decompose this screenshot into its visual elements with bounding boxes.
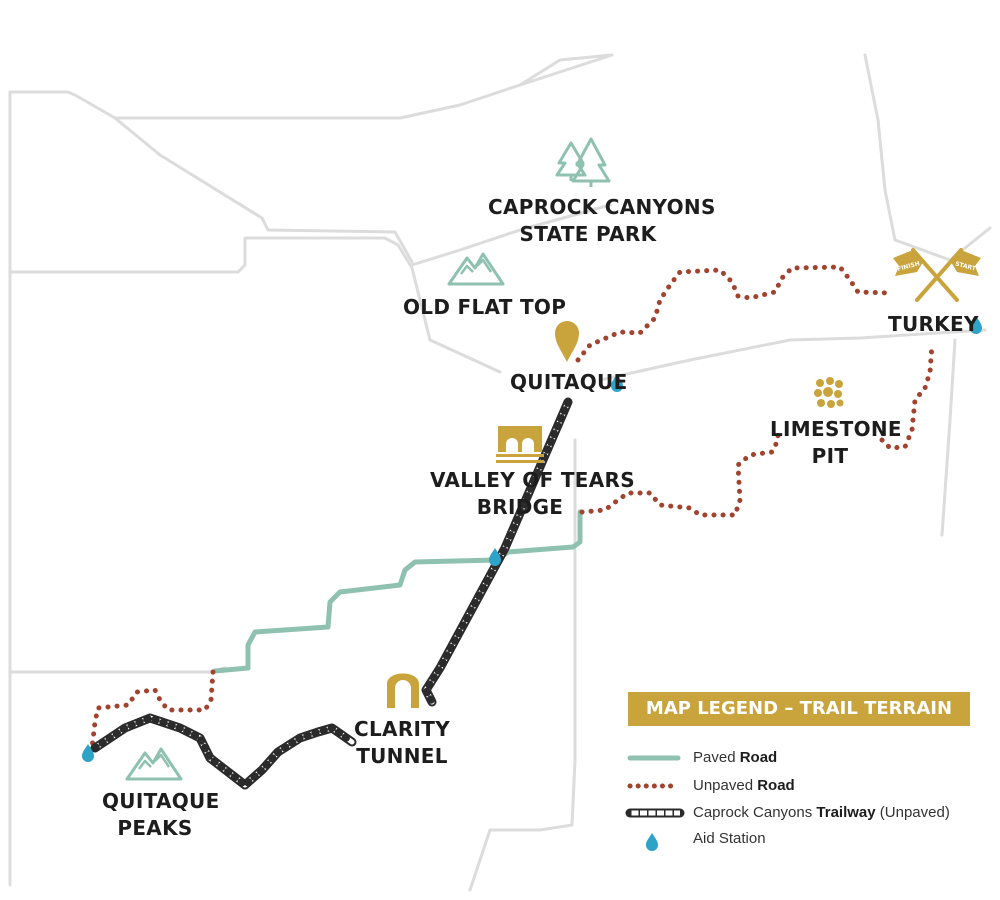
location-pin-icon (555, 321, 579, 362)
clarity-tunnel-label: CLARITY TUNNEL (354, 717, 450, 768)
limestone-rocks-icon (814, 377, 844, 408)
caprock-trailway-route (90, 397, 573, 790)
old-flat-top-label: OLD FLAT TOP (403, 295, 567, 319)
valley-of-tears-bridge-label: VALLEY OF TEARS BRIDGE (430, 468, 635, 519)
old-flat-top-mountain-icon (447, 252, 505, 286)
start-finish-flags-icon: FINISH START (893, 248, 981, 302)
background-roads (8, 53, 992, 892)
legend-aid-station: Aid Station (693, 830, 766, 847)
limestone-pit-label: LIMESTONE PIT (770, 417, 902, 468)
quitaque-peaks-label: QUITAQUE PEAKS (102, 789, 220, 840)
unpaved-road-routes (89, 264, 935, 751)
tunnel-icon (387, 673, 419, 708)
legend-aid-drop-icon (646, 833, 658, 851)
quitaque-peaks-mountain-icon (125, 747, 183, 781)
legend-unpaved-road: Unpaved Road (693, 777, 795, 794)
legend-trailway: Caprock Canyons Trailway (Unpaved) (693, 804, 950, 821)
turkey-label: TURKEY (888, 312, 979, 336)
caprock-canyons-label: CAPROCK CANYONS STATE PARK (488, 195, 716, 246)
legend-paved-road: Paved Road (693, 749, 778, 766)
bridge-icon (496, 426, 544, 463)
quitaque-town-label: QUITAQUE (510, 370, 628, 394)
paved-road-route (212, 509, 583, 674)
legend-title: MAP LEGEND – TRAIL TERRAIN (628, 692, 970, 726)
pine-trees-icon (555, 137, 611, 187)
